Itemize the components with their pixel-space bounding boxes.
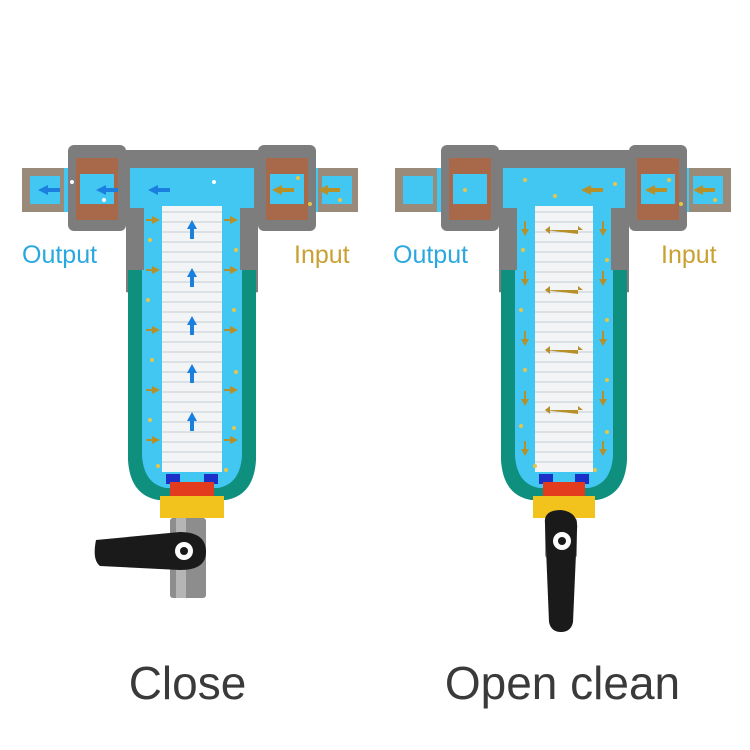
flow-arrow-icon — [545, 226, 583, 414]
bubble-dot — [70, 180, 216, 202]
input-label: Input — [661, 241, 717, 269]
flow-arrow-icon — [581, 185, 715, 195]
seal-right — [204, 474, 218, 484]
valve-handle-pivot-center — [180, 547, 188, 555]
sediment-dot-icon — [146, 176, 342, 472]
filter-diagram-open — [395, 145, 731, 632]
valve-handle-pivot-center — [558, 537, 566, 545]
input-label: Input — [294, 241, 350, 269]
pipe-water-left — [403, 176, 433, 204]
seal-right — [575, 474, 589, 484]
drain-housing — [533, 496, 595, 518]
drain-plug — [543, 482, 585, 500]
head-water-channel — [130, 168, 254, 208]
drain-housing — [160, 496, 224, 518]
union-nut-left-water — [453, 174, 487, 204]
output-label: Output — [22, 241, 98, 269]
mesh-screen — [535, 206, 593, 472]
valve-handle-icon[interactable] — [544, 510, 578, 632]
sediment-dot-icon — [463, 178, 717, 472]
flow-arrow-icon — [38, 185, 170, 195]
seal-left — [166, 474, 180, 484]
mesh-screen-lines — [162, 211, 222, 463]
seal-left — [539, 474, 553, 484]
mesh-screen-lines — [535, 211, 593, 463]
flow-arrow-icon — [272, 185, 340, 195]
filter-diagram-close — [22, 145, 358, 598]
panel-close: Output Input Close — [22, 145, 358, 709]
panel-open-clean: Output Input Open clean — [375, 0, 750, 750]
flow-arrow-icon — [187, 220, 197, 431]
drain-plug — [170, 482, 214, 500]
state-label-close: Close — [128, 657, 247, 709]
head-water-channel — [503, 168, 625, 208]
flow-arrow-icon — [521, 221, 607, 456]
state-label-open-clean: Open clean — [444, 657, 681, 709]
output-label: Output — [393, 241, 469, 269]
flow-arrow-icon — [146, 216, 238, 444]
valve-handle-icon[interactable] — [94, 532, 206, 570]
